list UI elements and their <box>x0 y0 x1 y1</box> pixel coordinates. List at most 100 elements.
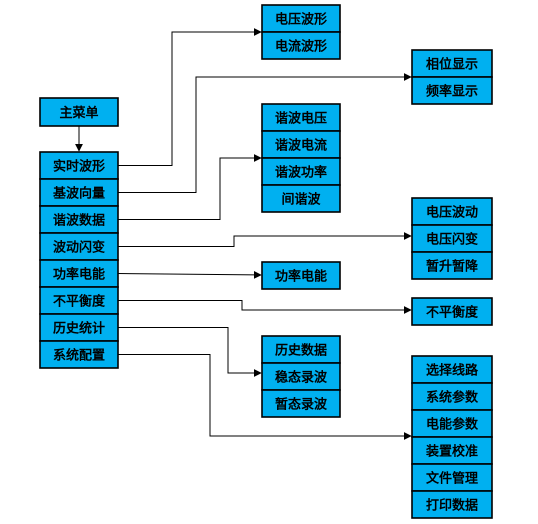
submenu-unbalance-1: 不平衡度 <box>411 297 493 326</box>
submenu-fundamental-vector-2-label: 频率显示 <box>426 84 478 100</box>
submenu-system-config-6-label: 打印数据 <box>426 498 478 514</box>
submenu-system-config-6: 打印数据 <box>411 490 493 519</box>
submenu-realtime-waveform-1: 电压波形 <box>261 4 341 33</box>
menu-item-power-energy-label: 功率电能 <box>53 267 105 283</box>
submenu-fundamental-vector-1-rect <box>411 49 493 78</box>
submenu-system-config-2-label: 系统参数 <box>426 390 479 406</box>
submenu-history-statistics-2: 稳态录波 <box>261 362 341 391</box>
submenu-harmonic-data-1-rect <box>261 103 341 132</box>
submenu-history-statistics-1-rect <box>261 335 341 364</box>
main-menu-box-rect <box>39 97 119 127</box>
submenu-system-config-5-rect <box>411 463 493 492</box>
connector-harmonic-data <box>118 154 262 220</box>
menu-item-history-statistics-rect <box>39 313 119 342</box>
submenu-system-config-4-label: 装置校准 <box>425 444 478 460</box>
submenu-system-config-3: 电能参数 <box>411 409 493 438</box>
connector-fluctuation-flicker <box>118 232 412 247</box>
submenu-power-energy-1: 功率电能 <box>261 261 341 290</box>
submenu-history-statistics-1: 历史数据 <box>261 335 341 364</box>
submenu-fluctuation-flicker-2-rect <box>411 224 493 253</box>
submenu-system-config-3-rect <box>411 409 493 438</box>
submenu-unbalance-1-label: 不平衡度 <box>426 305 479 321</box>
submenu-history-statistics-1-label: 历史数据 <box>275 343 327 359</box>
menu-item-power-energy: 功率电能 <box>39 259 119 288</box>
menu-item-fluctuation-flicker-label: 波动闪变 <box>53 240 105 256</box>
menu-item-fundamental-vector-rect <box>39 178 119 207</box>
submenu-harmonic-data-2-rect <box>261 130 341 159</box>
menu-item-realtime-waveform-label: 实时波形 <box>53 159 105 175</box>
submenu-fluctuation-flicker-3-rect <box>411 251 493 280</box>
menu-item-system-config: 系统配置 <box>39 340 119 369</box>
submenu-history-statistics-2-rect <box>261 362 341 391</box>
submenu-harmonic-data-3-rect <box>261 157 341 186</box>
submenu-system-config-1: 选择线路 <box>411 355 493 384</box>
submenu-fluctuation-flicker-2-label: 电压闪变 <box>426 232 478 248</box>
submenu-fundamental-vector-2: 频率显示 <box>411 76 493 105</box>
submenu-realtime-waveform-1-label: 电压波形 <box>275 12 327 28</box>
submenu-history-statistics-3-label: 暂态录波 <box>275 397 328 413</box>
submenu-history-statistics-3-rect <box>261 389 341 418</box>
menu-item-fundamental-vector: 基波向量 <box>39 178 119 207</box>
main-menu-box: 主菜单 <box>39 97 119 127</box>
submenu-harmonic-data-4-rect <box>261 184 341 213</box>
submenu-fluctuation-flicker-1-label: 电压波动 <box>426 205 478 221</box>
submenu-power-energy-1-rect <box>261 261 341 290</box>
submenu-realtime-waveform-2-label: 电流波形 <box>275 39 327 55</box>
connector-unbalance <box>118 300 412 314</box>
submenu-fluctuation-flicker-1: 电压波动 <box>411 197 493 226</box>
submenu-harmonic-data-2-label: 谐波电流 <box>275 138 327 154</box>
submenu-fluctuation-flicker-3: 暂升暂降 <box>411 251 493 280</box>
menu-item-system-config-label: 系统配置 <box>53 348 105 364</box>
submenu-harmonic-data-1: 谐波电压 <box>261 103 341 132</box>
menu-item-system-config-rect <box>39 340 119 369</box>
submenu-history-statistics-3: 暂态录波 <box>261 389 341 418</box>
submenu-fundamental-vector-1: 相位显示 <box>411 49 493 78</box>
submenu-system-config-5-label: 文件管理 <box>426 471 478 487</box>
menu-item-history-statistics: 历史统计 <box>39 313 119 342</box>
submenu-system-config-3-label: 电能参数 <box>426 417 479 433</box>
submenu-realtime-waveform-1-rect <box>261 4 341 33</box>
connector-fundamental-vector <box>118 73 412 193</box>
submenu-fluctuation-flicker-2: 电压闪变 <box>411 224 493 253</box>
submenu-history-statistics-2-label: 稳态录波 <box>275 370 328 386</box>
menu-item-realtime-waveform: 实时波形 <box>39 151 119 180</box>
connector-power-energy <box>117 270 262 279</box>
submenu-realtime-waveform-2-rect <box>261 31 341 60</box>
submenu-harmonic-data-3: 谐波功率 <box>261 157 341 186</box>
submenu-system-config-2-rect <box>411 382 493 411</box>
submenu-system-config-1-label: 选择线路 <box>426 363 479 379</box>
submenu-harmonic-data-2: 谐波电流 <box>261 130 341 159</box>
menu-item-unbalance: 不平衡度 <box>39 286 119 315</box>
submenu-power-energy-1-label: 功率电能 <box>275 269 327 285</box>
submenu-system-config-5: 文件管理 <box>411 463 493 492</box>
connector-history-statistics <box>118 327 262 377</box>
connector-system-config <box>118 354 412 440</box>
submenu-fluctuation-flicker-3-label: 暂升暂降 <box>426 259 479 275</box>
menu-item-realtime-waveform-rect <box>39 151 119 180</box>
menu-item-fundamental-vector-label: 基波向量 <box>52 186 105 202</box>
submenu-harmonic-data-4-label: 间谐波 <box>281 192 321 208</box>
menu-item-unbalance-label: 不平衡度 <box>53 294 106 310</box>
menu-item-unbalance-rect <box>39 286 119 315</box>
submenu-system-config-6-rect <box>411 490 493 519</box>
menu-item-harmonic-data-label: 谐波数据 <box>53 213 105 229</box>
submenu-fundamental-vector-1-label: 相位显示 <box>426 57 478 73</box>
submenu-harmonic-data-3-label: 谐波功率 <box>275 165 327 181</box>
submenu-fundamental-vector-2-rect <box>411 76 493 105</box>
connector-realtime-waveform <box>118 28 262 166</box>
menu-item-history-statistics-label: 历史统计 <box>53 321 105 337</box>
submenu-harmonic-data-4: 间谐波 <box>261 184 341 213</box>
menu-item-fluctuation-flicker: 波动闪变 <box>39 232 119 261</box>
connectors <box>75 28 412 440</box>
submenu-system-config-4: 装置校准 <box>411 436 493 465</box>
submenu-system-config-1-rect <box>411 355 493 384</box>
submenu-system-config-2: 系统参数 <box>411 382 493 411</box>
submenu-unbalance-1-rect <box>411 297 493 326</box>
submenu-realtime-waveform-2: 电流波形 <box>261 31 341 60</box>
main-menu-box-label: 主菜单 <box>59 105 98 121</box>
submenu-fluctuation-flicker-1-rect <box>411 197 493 226</box>
menu-item-harmonic-data: 谐波数据 <box>39 205 119 234</box>
submenu-harmonic-data-1-label: 谐波电压 <box>275 111 327 127</box>
